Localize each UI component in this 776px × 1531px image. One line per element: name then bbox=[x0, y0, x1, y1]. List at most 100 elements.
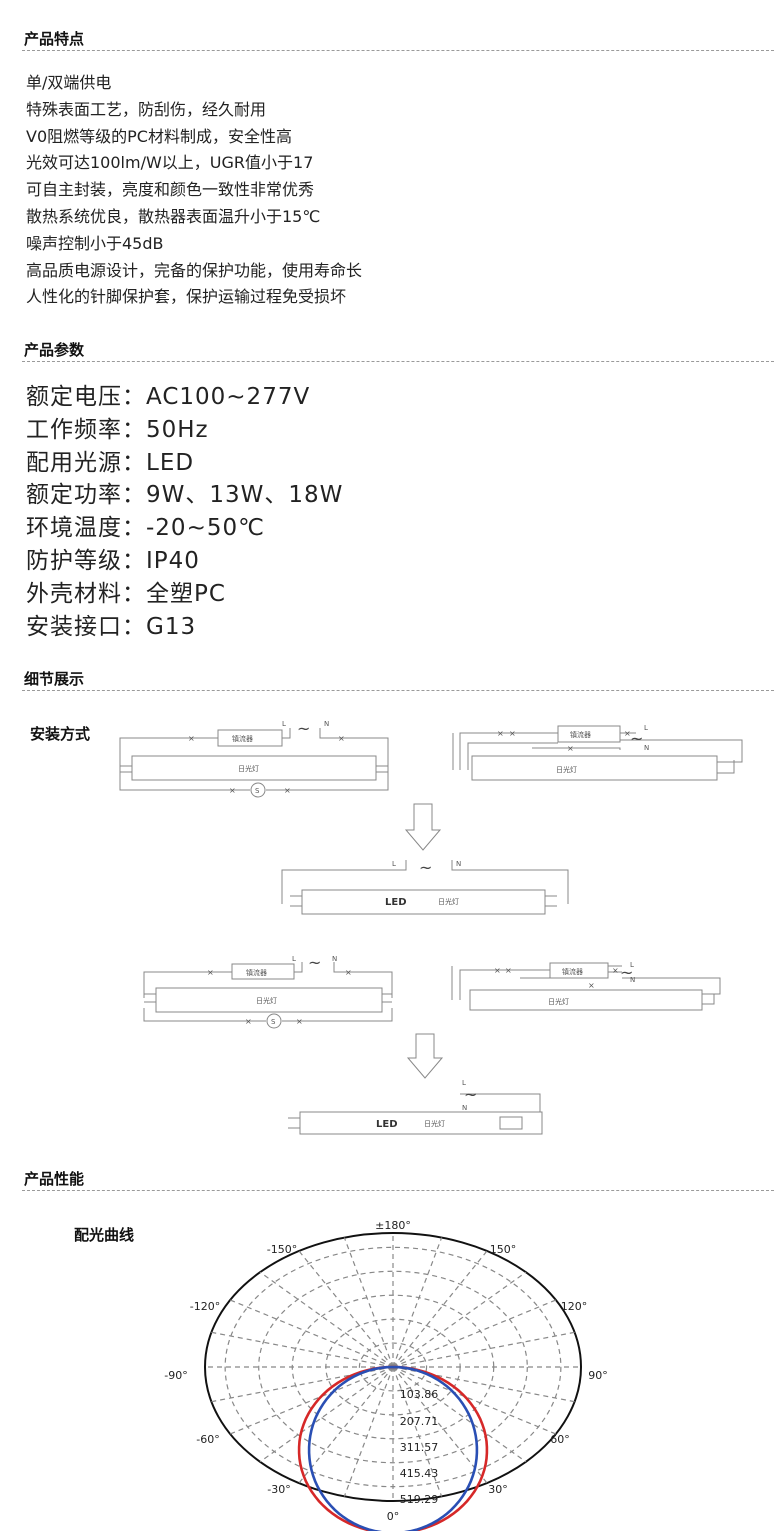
param-label: 工作频率 bbox=[26, 416, 122, 443]
grid-spoke bbox=[298, 1366, 394, 1484]
angle-label: 150° bbox=[490, 1243, 517, 1256]
ballast-label: 镇流器 bbox=[562, 967, 583, 976]
param-sep: ： bbox=[122, 580, 146, 607]
grid-spoke bbox=[392, 1250, 488, 1368]
angle-label: -120° bbox=[190, 1300, 220, 1313]
feature-list: 单/双端供电 特殊表面工艺，防刮伤，经久耐用 V0阻燃等级的PC材料制成，安全性… bbox=[26, 70, 362, 311]
grid-spoke bbox=[298, 1250, 394, 1368]
param-sep: ： bbox=[122, 547, 146, 574]
list-item: V0阻燃等级的PC材料制成，安全性高 bbox=[26, 126, 292, 146]
tilde-mark: ~ bbox=[464, 1085, 477, 1104]
section-title: 细节展示 bbox=[24, 670, 85, 688]
tilde-mark: ~ bbox=[308, 953, 321, 972]
grid-spoke bbox=[259, 1271, 394, 1368]
tilde-mark: ~ bbox=[297, 719, 310, 738]
grid-spoke bbox=[343, 1237, 394, 1368]
param-label: 配用光源 bbox=[26, 449, 122, 476]
N-label: N bbox=[324, 720, 329, 728]
lamp-label: 日光灯 bbox=[438, 897, 459, 906]
cross-mark: × bbox=[296, 1017, 303, 1026]
param-row: 外壳材料：全塑PC bbox=[26, 578, 343, 611]
grid-ring bbox=[291, 1294, 495, 1440]
cross-mark: × bbox=[567, 744, 574, 753]
list-item: 噪声控制小于45dB bbox=[26, 233, 164, 253]
grid-spoke bbox=[392, 1271, 527, 1368]
grid-ring bbox=[224, 1246, 562, 1488]
curve-title: 配光曲线 bbox=[74, 1226, 135, 1244]
list-item: 高品质电源设计，完备的保护功能，使用寿命长 bbox=[26, 260, 363, 280]
cross-mark: × bbox=[505, 966, 512, 975]
angle-label: -150° bbox=[267, 1243, 297, 1256]
angle-label: ±180° bbox=[375, 1219, 411, 1232]
param-sep: ： bbox=[122, 449, 146, 476]
N-label: N bbox=[332, 955, 337, 963]
install-title: 安装方式 bbox=[30, 725, 91, 743]
grid-spoke bbox=[392, 1366, 527, 1463]
param-label: 防护等级 bbox=[26, 547, 122, 574]
lamp-label: 日光灯 bbox=[424, 1119, 445, 1128]
param-row: 配用光源：LED bbox=[26, 447, 343, 480]
param-value: 全塑PC bbox=[146, 580, 226, 607]
divider bbox=[22, 361, 774, 362]
lamp-label: 日光灯 bbox=[548, 997, 569, 1006]
cross-mark: × bbox=[207, 968, 214, 977]
param-row: 工作频率：50Hz bbox=[26, 414, 343, 447]
grid-spoke bbox=[229, 1299, 394, 1368]
param-sep: ： bbox=[122, 515, 146, 542]
param-sep: ： bbox=[122, 384, 146, 410]
grid-spoke bbox=[229, 1366, 394, 1435]
cross-mark: × bbox=[624, 729, 631, 738]
led-label: LED bbox=[376, 1119, 398, 1130]
param-value: 9W、13W、18W bbox=[146, 482, 344, 509]
param-label: 安装接口 bbox=[26, 613, 122, 640]
list-item: 光效可达100lm/W以上，UGR值小于17 bbox=[26, 153, 314, 173]
cross-mark: × bbox=[229, 786, 236, 795]
radial-value-label: 103.86 bbox=[400, 1388, 439, 1401]
section-title: 产品性能 bbox=[24, 1170, 85, 1188]
led-label: LED bbox=[385, 897, 407, 908]
cross-mark: × bbox=[588, 981, 595, 990]
tilde-mark: ~ bbox=[630, 729, 643, 748]
divider bbox=[22, 690, 774, 691]
param-sep: ： bbox=[122, 416, 146, 443]
tilde-mark: ~ bbox=[620, 963, 633, 982]
list-item: 人性化的针脚保护套，保护运输过程免受损坏 bbox=[26, 287, 347, 307]
grid-spoke bbox=[392, 1331, 575, 1368]
L-label: L bbox=[282, 720, 286, 728]
grid-spoke bbox=[392, 1366, 488, 1484]
param-label: 额定电压 bbox=[26, 384, 122, 410]
angle-label: 120° bbox=[561, 1300, 588, 1313]
N-label: N bbox=[644, 744, 649, 752]
cross-mark: × bbox=[245, 1017, 252, 1026]
cross-mark: × bbox=[509, 729, 516, 738]
param-label: 外壳材料 bbox=[26, 580, 122, 607]
curve-c0 bbox=[297, 1365, 489, 1531]
L-label: L bbox=[630, 961, 634, 969]
radial-value-label: 519.29 bbox=[400, 1493, 439, 1506]
grid-spoke bbox=[392, 1366, 575, 1403]
grid-spoke bbox=[392, 1237, 443, 1368]
grid-spoke bbox=[211, 1366, 394, 1403]
list-item: 可自主封装，亮度和颜色一致性非常优秀 bbox=[26, 180, 315, 200]
install-diagrams: 镇流器 日光灯 L N 镇流器 日光灯 L N L N 日光灯 镇流器 日光灯 … bbox=[119, 719, 743, 1135]
param-value: G13 bbox=[146, 613, 197, 640]
lamp-label: 日光灯 bbox=[556, 765, 577, 774]
radial-value-label: 207.71 bbox=[400, 1415, 439, 1428]
N-label: N bbox=[462, 1104, 467, 1112]
curve-c90 bbox=[307, 1365, 479, 1531]
L-label: L bbox=[292, 955, 296, 963]
section-performance-header: 产品性能 bbox=[0, 1168, 776, 1192]
section-features-header: 产品特点 bbox=[0, 28, 776, 52]
grid-ring bbox=[358, 1342, 428, 1392]
cross-mark: × bbox=[497, 729, 504, 738]
ballast-label: 镇流器 bbox=[232, 734, 253, 743]
angle-label: 30° bbox=[488, 1483, 508, 1496]
starter-label: S bbox=[271, 1018, 276, 1026]
ballast-label: 镇流器 bbox=[246, 968, 267, 977]
grid-spoke bbox=[211, 1331, 394, 1368]
cross-mark: × bbox=[284, 786, 291, 795]
L-label: L bbox=[462, 1079, 466, 1087]
radial-value-label: 311.57 bbox=[400, 1441, 439, 1454]
angle-label: 0° bbox=[387, 1510, 400, 1523]
section-title: 产品参数 bbox=[24, 341, 85, 359]
